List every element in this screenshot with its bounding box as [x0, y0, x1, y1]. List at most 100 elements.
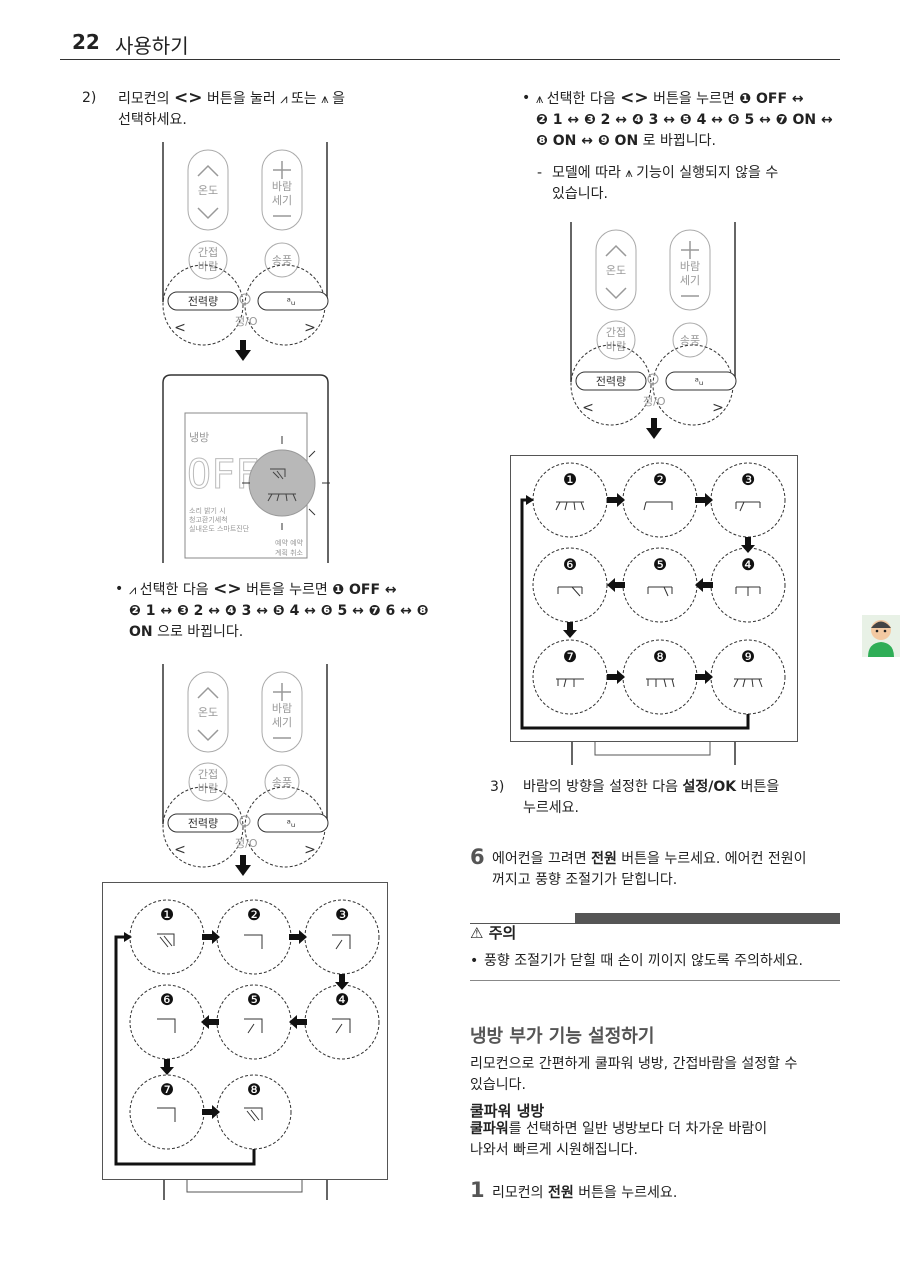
step2-text: 리모컨의 <> 버튼을 눌러 ⩘ 또는 ⩚ 을 선택하세요. — [118, 88, 345, 128]
step3-number: 3) — [490, 779, 505, 795]
cool-power-title: 쿨파워 냉방 — [470, 1102, 545, 1120]
step-number-1: ❶ — [563, 470, 577, 489]
svg-text:온도: 온도 — [606, 264, 626, 277]
svg-text:계획 취소: 계획 취소 — [275, 548, 304, 557]
down-arrow-icon — [646, 418, 662, 439]
arrow-keys-icon: <> — [620, 88, 649, 108]
step1-number: 1 — [470, 1178, 485, 1202]
remote-left-key: < — [174, 320, 186, 336]
svg-text:예약 예약: 예약 예약 — [275, 538, 304, 547]
step-number-6: ❻ — [563, 555, 577, 574]
remote-control-illustration: 온도 바람 세기 간접 바람 송풍 전력량 ᵃᵤ < 정/O > — [162, 142, 329, 346]
step-number-2: ❷ — [653, 470, 667, 489]
remote-right-key: > — [304, 320, 316, 336]
caution-heading: ⚠ 주의 — [470, 924, 517, 942]
section-divider — [470, 980, 840, 981]
caution-text: 풍향 조절기가 닫힐 때 손이 끼이지 않도록 주의하세요. — [484, 953, 803, 969]
step6-text: 에어컨을 끄려면 전원 버튼을 누르세요. 에어컨 전원이 꺼지고 풍향 조절기… — [492, 851, 807, 888]
svg-text:정/O: 정/O — [235, 837, 258, 850]
bullet1-dot: • — [115, 581, 124, 597]
page-number: 22 — [72, 30, 100, 54]
swing-vertical-icon: ⩘ — [280, 92, 287, 107]
svg-text:>: > — [304, 842, 316, 858]
down-arrow-icon — [235, 340, 251, 361]
horizontal-swing-sequence-diagram: ❶ ❷ ❸ ❹ ❺ ❻ ❼ ❽ ❾ — [510, 455, 798, 765]
svg-text:<: < — [582, 400, 594, 416]
svg-text:간접: 간접 — [198, 768, 218, 781]
svg-text:바람: 바람 — [680, 260, 700, 273]
step-number-7: ❼ — [563, 647, 577, 666]
svg-text:ᵃᵤ: ᵃᵤ — [287, 817, 296, 830]
remote-control-illustration: 온도 바람 세기 간접 바람 송풍 전력량 ᵃᵤ < 정/O > — [570, 222, 737, 426]
step-number-2: ❷ — [247, 905, 261, 924]
remote-control-illustration: 온도 바람 세기 간접 바람 송풍 전력량 ᵃᵤ < 정/O > — [162, 664, 329, 868]
note-text: 모델에 따라 ⩚ 기능이 실행되지 않을 수 있습니다. — [552, 165, 779, 202]
arrow-keys-icon: <> — [173, 88, 203, 108]
page-header: 22 사용하기 — [60, 30, 840, 60]
step-number-9: ❾ — [741, 647, 755, 666]
step3-text: 바람의 방향을 설정한 다음 설정/OK 버튼을 누르세요. — [523, 779, 780, 816]
bullet2-dot: • — [522, 90, 531, 106]
display-mode-label: 냉방 — [189, 431, 209, 444]
svg-text:바람: 바람 — [272, 702, 292, 715]
display-digits: OFF — [187, 452, 259, 498]
step-number-5: ❺ — [247, 990, 261, 1009]
svg-text:실내온도 스마트진단: 실내온도 스마트진단 — [189, 524, 250, 533]
svg-text:세기: 세기 — [272, 716, 292, 729]
svg-text:정/O: 정/O — [643, 395, 666, 408]
note-dash: - — [537, 165, 543, 181]
step-number-8: ❽ — [247, 1080, 261, 1099]
svg-text:송풍: 송풍 — [680, 334, 700, 347]
svg-text:ᵃᵤ: ᵃᵤ — [287, 295, 296, 308]
svg-text:바람: 바람 — [198, 260, 218, 273]
caution-divider — [470, 923, 840, 924]
svg-text:세기: 세기 — [272, 194, 292, 207]
step-number-3: ❸ — [335, 905, 349, 924]
section-title: 냉방 부가 기능 설정하기 — [470, 1026, 655, 1047]
warning-icon: ⚠ — [470, 924, 484, 942]
step-number-7: ❼ — [160, 1080, 174, 1099]
step-number-6: ❻ — [160, 990, 174, 1009]
remote-send-label: 송풍 — [272, 254, 292, 267]
step1-text: 리모컨의 전원 버튼을 누르세요. — [492, 1185, 678, 1201]
svg-text:바람: 바람 — [606, 340, 626, 353]
swing-horizontal-icon: ⩚ — [625, 166, 632, 181]
remote-power-usage-label: 전력량 — [188, 295, 218, 308]
svg-text:송풍: 송풍 — [272, 776, 292, 789]
svg-text:소리 밝기 시: 소리 밝기 시 — [189, 506, 226, 515]
section-intro: 리모컨으로 간편하게 쿨파워 냉방, 간접바람을 설정할 수 있습니다. — [470, 1056, 798, 1093]
step-number-5: ❺ — [653, 555, 667, 574]
step6-number: 6 — [470, 845, 485, 869]
vertical-swing-sequence-diagram: ❶ ❷ ❸ ❹ ❺ ❻ ❼ ❽ — [102, 882, 388, 1200]
step-number-4: ❹ — [741, 555, 755, 574]
svg-text:전력량: 전력량 — [188, 817, 218, 830]
remote-wind-label: 바람 — [272, 180, 292, 193]
bullet1-text: ⩘ 선택한 다음 <> 버튼을 누르면 ❶ OFF ↔ ❷ 1 ↔ ❸ 2 ↔ … — [129, 579, 429, 640]
caution-bar — [575, 913, 840, 923]
caution-dot: • — [470, 953, 479, 969]
cool-power-text: 쿨파워를 선택하면 일반 냉방보다 더 차가운 바람이 나와서 빠르게 시원해집… — [470, 1121, 768, 1158]
svg-text:>: > — [712, 400, 724, 416]
step-number-8: ❽ — [653, 647, 667, 666]
svg-text:세기: 세기 — [680, 274, 700, 287]
svg-text:바람: 바람 — [198, 782, 218, 795]
svg-text:<: < — [174, 842, 186, 858]
step-number-1: ❶ — [160, 905, 174, 924]
svg-text:전력량: 전력량 — [596, 375, 626, 388]
svg-text:ᵃᵤ: ᵃᵤ — [695, 375, 704, 388]
svg-text:청고환기세척: 청고환기세척 — [189, 515, 228, 524]
swing-vertical-icon: ⩘ — [129, 583, 136, 598]
page-title: 사용하기 — [115, 34, 189, 58]
swing-horizontal-icon: ⩚ — [536, 92, 543, 107]
bullet2-text: ⩚ 선택한 다음 <> 버튼을 누르면 ❶ OFF ↔ ❷ 1 ↔ ❸ 2 ↔ … — [536, 88, 833, 149]
step-number-4: ❹ — [335, 990, 349, 1009]
svg-text:온도: 온도 — [198, 706, 218, 719]
step2-number: 2) — [82, 90, 97, 106]
swing-horizontal-icon: ⩚ — [321, 92, 328, 107]
down-arrow-icon — [235, 855, 251, 876]
avatar — [862, 615, 900, 657]
remote-display-illustration: 냉방 OFF 소리 밝기 시 청고환기세척 실내온도 스마트진단 예약 예약 계… — [162, 374, 330, 563]
arrow-keys-icon: <> — [213, 579, 242, 599]
remote-set-label: 정/O — [235, 315, 258, 328]
step-number-3: ❸ — [741, 470, 755, 489]
